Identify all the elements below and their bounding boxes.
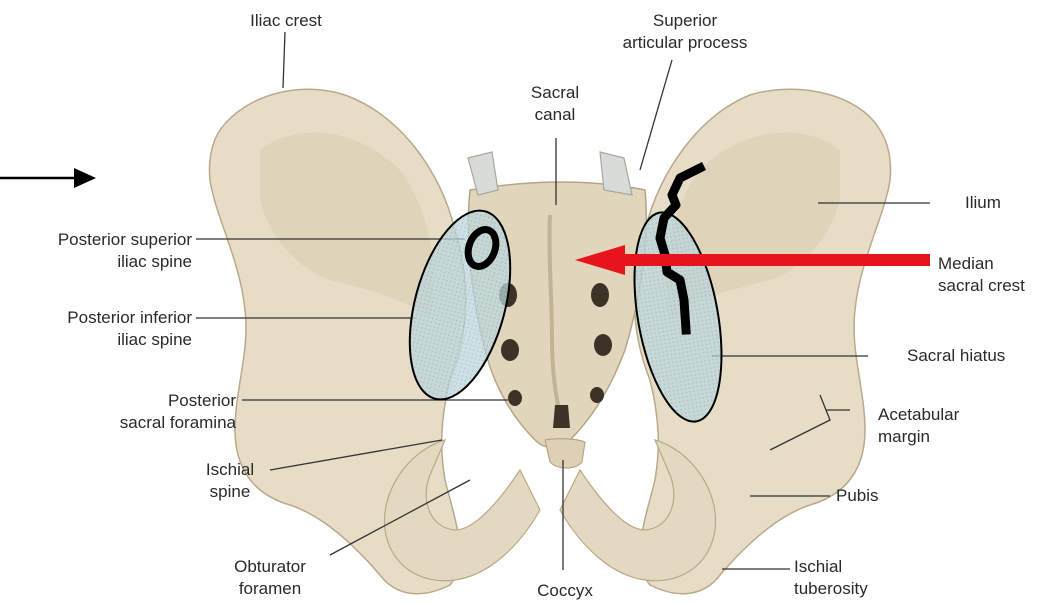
label-posterior-inferior-iliac-spine: Posterior inferior iliac spine xyxy=(0,307,192,351)
label-obturator-foramen-line1: Obturator xyxy=(215,556,325,578)
label-sacral-canal-line1: Sacral xyxy=(510,82,600,104)
label-sacral-canal-line2: canal xyxy=(510,104,600,126)
label-ischial-spine-line1: Ischial xyxy=(190,459,270,481)
arrow-right-icon xyxy=(0,168,96,188)
label-ilium: Ilium xyxy=(965,192,1045,214)
label-psis-line1: Posterior superior xyxy=(0,229,192,251)
label-ischial-tuberosity-line2: tuberosity xyxy=(794,578,914,600)
label-pubis: Pubis xyxy=(836,485,916,507)
label-piis-line2: iliac spine xyxy=(0,329,192,351)
label-superior-articular-process: Superior articular process xyxy=(600,10,770,54)
label-acetabular-margin: Acetabular margin xyxy=(878,404,998,448)
label-obturator-foramen-line2: foramen xyxy=(215,578,325,600)
label-ischial-tuberosity-line1: Ischial xyxy=(794,556,914,578)
label-sacral-canal: Sacral canal xyxy=(510,82,600,126)
label-median-sacral-crest-line1: Median xyxy=(938,253,1048,275)
label-ischial-spine-line2: spine xyxy=(190,481,270,503)
label-piis-line1: Posterior inferior xyxy=(0,307,192,329)
label-posterior-sacral-foramina-line2: sacral foramina xyxy=(40,412,236,434)
label-obturator-foramen: Obturator foramen xyxy=(215,556,325,600)
label-median-sacral-crest-line2: sacral crest xyxy=(938,275,1048,297)
label-coccyx: Coccyx xyxy=(520,580,610,602)
label-median-sacral-crest: Median sacral crest xyxy=(938,253,1048,297)
label-ischial-spine: Ischial spine xyxy=(190,459,270,503)
label-acetabular-margin-line2: margin xyxy=(878,426,998,448)
label-iliac-crest: Iliac crest xyxy=(226,10,346,32)
label-psis-line2: iliac spine xyxy=(0,251,192,273)
coccyx-bone xyxy=(545,439,585,468)
label-posterior-sacral-foramina-line1: Posterior xyxy=(40,390,236,412)
label-superior-articular-process-line1: Superior xyxy=(600,10,770,32)
label-acetabular-margin-line1: Acetabular xyxy=(878,404,998,426)
label-sacral-hiatus: Sacral hiatus xyxy=(907,345,1047,367)
label-superior-articular-process-line2: articular process xyxy=(600,32,770,54)
label-posterior-superior-iliac-spine: Posterior superior iliac spine xyxy=(0,229,192,273)
label-posterior-sacral-foramina: Posterior sacral foramina xyxy=(40,390,236,434)
pelvis-bone-illustration xyxy=(209,89,890,594)
label-ischial-tuberosity: Ischial tuberosity xyxy=(794,556,914,600)
